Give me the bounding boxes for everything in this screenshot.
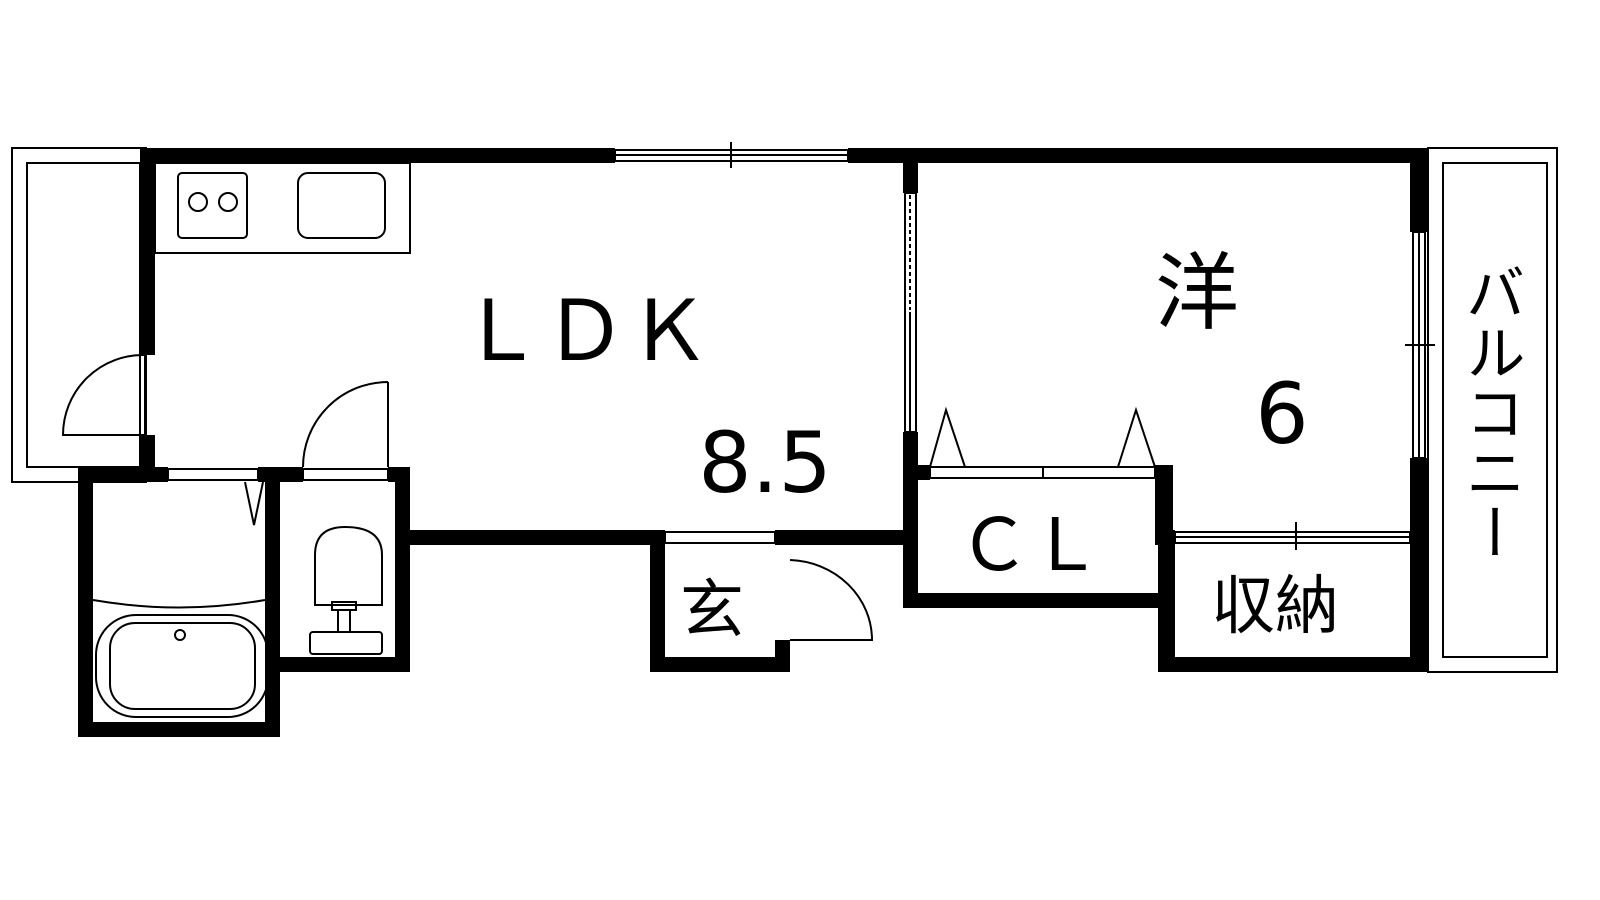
- left-balcony: [11, 147, 147, 483]
- closet-label: ＣＬ: [958, 503, 1102, 587]
- entrance-label: 玄: [680, 574, 744, 648]
- western-room-label: 洋: [1155, 244, 1239, 342]
- walls: [78, 148, 1428, 737]
- storage-label: 収納: [1211, 570, 1339, 644]
- bathtub-icon: [92, 599, 269, 718]
- kitchen-counter: [154, 162, 411, 254]
- right-balcony: [1427, 147, 1558, 673]
- balcony-window: [1405, 231, 1435, 459]
- sink-icon: [297, 172, 386, 239]
- toilet-icon: [309, 525, 383, 655]
- balcony-label: バルコニー: [1455, 262, 1525, 562]
- partition-window: [904, 192, 917, 433]
- ldk-label: ＬＤＫ: [459, 282, 711, 380]
- stove-icon: [177, 172, 248, 239]
- top-window: [614, 142, 849, 168]
- western-room-size: 6: [1255, 365, 1308, 463]
- doors: [61, 353, 1411, 641]
- ldk-size: 8.5: [698, 414, 832, 512]
